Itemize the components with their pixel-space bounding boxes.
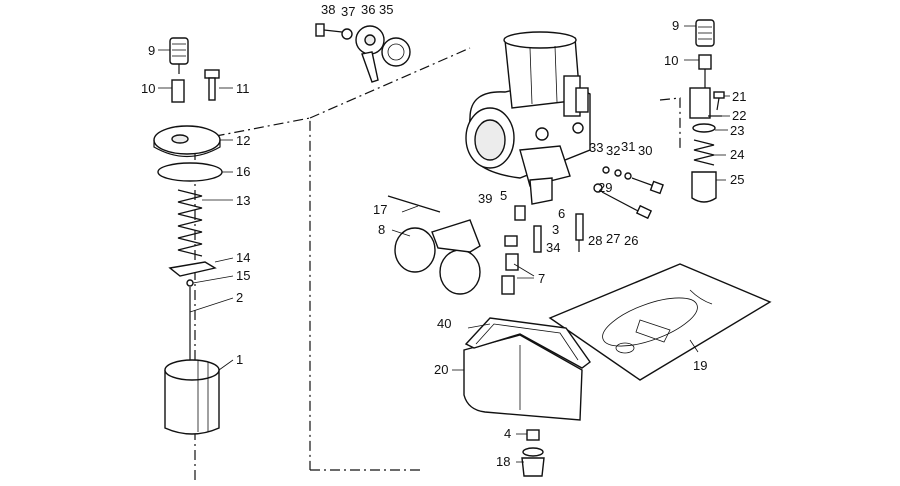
part-number-9-right: 9 xyxy=(672,18,679,33)
starter-plunger-body xyxy=(689,87,711,119)
part-number-33: 33 xyxy=(589,140,603,155)
gasket-kit-bag xyxy=(548,263,772,381)
cable-adjuster-cap-right xyxy=(695,19,715,47)
slide-spring xyxy=(177,189,203,257)
part-number-38: 38 xyxy=(321,2,335,17)
left-slide-assembly xyxy=(153,37,223,435)
adjuster-nut-left xyxy=(171,79,185,103)
part-number-2: 2 xyxy=(236,290,243,305)
part-number-26: 26 xyxy=(624,233,638,248)
part-number-31: 31 xyxy=(621,139,635,154)
part-number-12: 12 xyxy=(236,133,250,148)
cover-screw xyxy=(204,69,220,101)
pulley-36 xyxy=(355,25,385,83)
pilot-screw-assembly-26-29 xyxy=(593,183,653,220)
part-number-21: 21 xyxy=(732,89,746,104)
throttle-slide xyxy=(164,359,220,435)
throttle-stop-assembly xyxy=(315,23,411,83)
part-number-23: 23 xyxy=(730,123,744,138)
part-number-4: 4 xyxy=(504,426,511,441)
assembly-outline xyxy=(194,47,681,480)
starter-plunger xyxy=(691,171,717,203)
part-number-39: 39 xyxy=(478,191,492,206)
part-number-25: 25 xyxy=(730,172,744,187)
part-number-9: 9 xyxy=(148,43,155,58)
part-number-labels: 9 10 11 12 16 13 14 15 2 1 38 37 36 35 9… xyxy=(141,2,746,469)
part-number-29: 29 xyxy=(598,180,612,195)
part-number-3: 3 xyxy=(552,222,559,237)
part-number-10-right: 10 xyxy=(664,53,678,68)
part-number-1: 1 xyxy=(236,352,243,367)
part-number-14: 14 xyxy=(236,250,250,265)
top-cover xyxy=(153,125,221,157)
part-number-7: 7 xyxy=(538,271,545,286)
cover-35 xyxy=(381,37,411,67)
part-number-22: 22 xyxy=(732,108,746,123)
part-number-5: 5 xyxy=(500,188,507,203)
float-assembly xyxy=(394,219,481,295)
part-number-28: 28 xyxy=(588,233,602,248)
starter-spring xyxy=(693,139,715,166)
part-number-35: 35 xyxy=(379,2,393,17)
cable-adjuster-cap-left xyxy=(169,37,189,74)
carburetor-body xyxy=(465,31,591,205)
float-bowl xyxy=(463,317,591,421)
part-number-8: 8 xyxy=(378,222,385,237)
part-number-6: 6 xyxy=(558,206,565,221)
part-number-20: 20 xyxy=(434,362,448,377)
adjuster-nut-right xyxy=(698,54,712,70)
part-number-15: 15 xyxy=(236,268,250,283)
cover-gasket xyxy=(157,162,223,182)
part-number-13: 13 xyxy=(236,193,250,208)
float-pin xyxy=(387,195,441,213)
right-starter-assembly xyxy=(689,19,725,203)
part-number-27: 27 xyxy=(606,231,620,246)
part-number-30: 30 xyxy=(638,143,652,158)
needle-clip xyxy=(186,279,194,287)
part-number-16: 16 xyxy=(236,164,250,179)
part-number-24: 24 xyxy=(730,147,744,162)
drain-plug-assembly xyxy=(521,429,545,477)
bolt-38 xyxy=(315,23,343,37)
part-number-32: 32 xyxy=(606,143,620,158)
washer-37 xyxy=(341,28,353,40)
starter-screw xyxy=(713,91,725,111)
starter-o-ring xyxy=(692,123,716,133)
needle-retainer-plate xyxy=(168,261,217,277)
part-number-11: 11 xyxy=(236,81,250,96)
part-number-37: 37 xyxy=(341,4,355,19)
part-number-19: 19 xyxy=(693,358,707,373)
part-number-18: 18 xyxy=(496,454,510,469)
part-number-17: 17 xyxy=(373,202,387,217)
idle-screw-assembly-30-33 xyxy=(602,166,664,195)
leader-lines xyxy=(158,25,730,463)
part-number-34: 34 xyxy=(546,240,560,255)
jet-cluster xyxy=(501,205,584,295)
part-number-36: 36 xyxy=(361,2,375,17)
part-number-10: 10 xyxy=(141,81,155,96)
part-number-40: 40 xyxy=(437,316,451,331)
